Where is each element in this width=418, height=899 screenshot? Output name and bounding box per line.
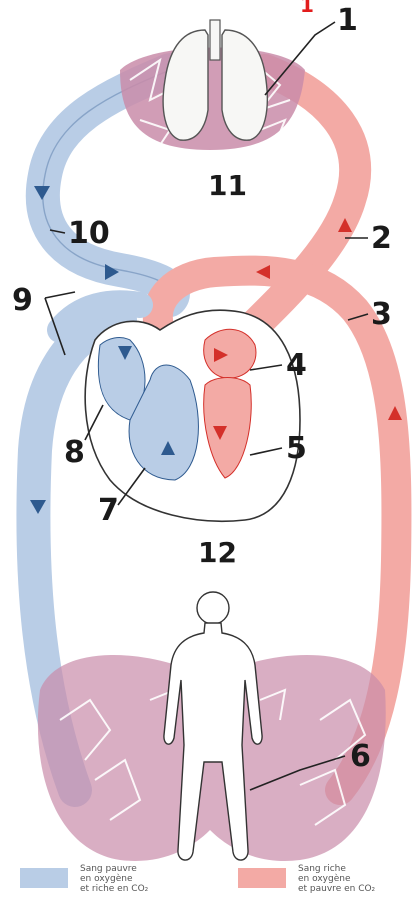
legend-blue-line-1: Sang pauvre (80, 864, 137, 874)
legend-blue-line-2: en oxygène (80, 873, 133, 884)
label-2: 2 (371, 221, 392, 256)
label-11: 11 (208, 169, 247, 202)
legend-swatch-blue (20, 868, 68, 888)
label-5: 5 (286, 431, 307, 466)
label-7: 7 (98, 493, 119, 528)
legend: Sang pauvre en oxygène et riche en CO₂ S… (20, 864, 376, 894)
lung-capillary-network (120, 48, 305, 151)
heart (85, 310, 300, 521)
top-red-mark: 1 (300, 0, 314, 17)
label-4: 4 (286, 348, 307, 383)
label-10: 10 (68, 216, 110, 251)
legend-blue-line-3: et riche en CO₂ (80, 884, 149, 894)
label-9: 9 (12, 283, 33, 318)
label-12: 12 (198, 536, 237, 569)
legend-red-line-2: en oxygène (298, 873, 351, 884)
label-1: 1 (337, 3, 358, 38)
label-3: 3 (371, 297, 392, 332)
legend-red-line-1: Sang riche (298, 864, 346, 874)
label-8: 8 (64, 435, 85, 470)
legend-red-line-3: et pauvre en CO₂ (298, 884, 376, 894)
label-6: 6 (350, 739, 371, 774)
left-atrium (204, 329, 256, 378)
legend-swatch-red (238, 868, 286, 888)
